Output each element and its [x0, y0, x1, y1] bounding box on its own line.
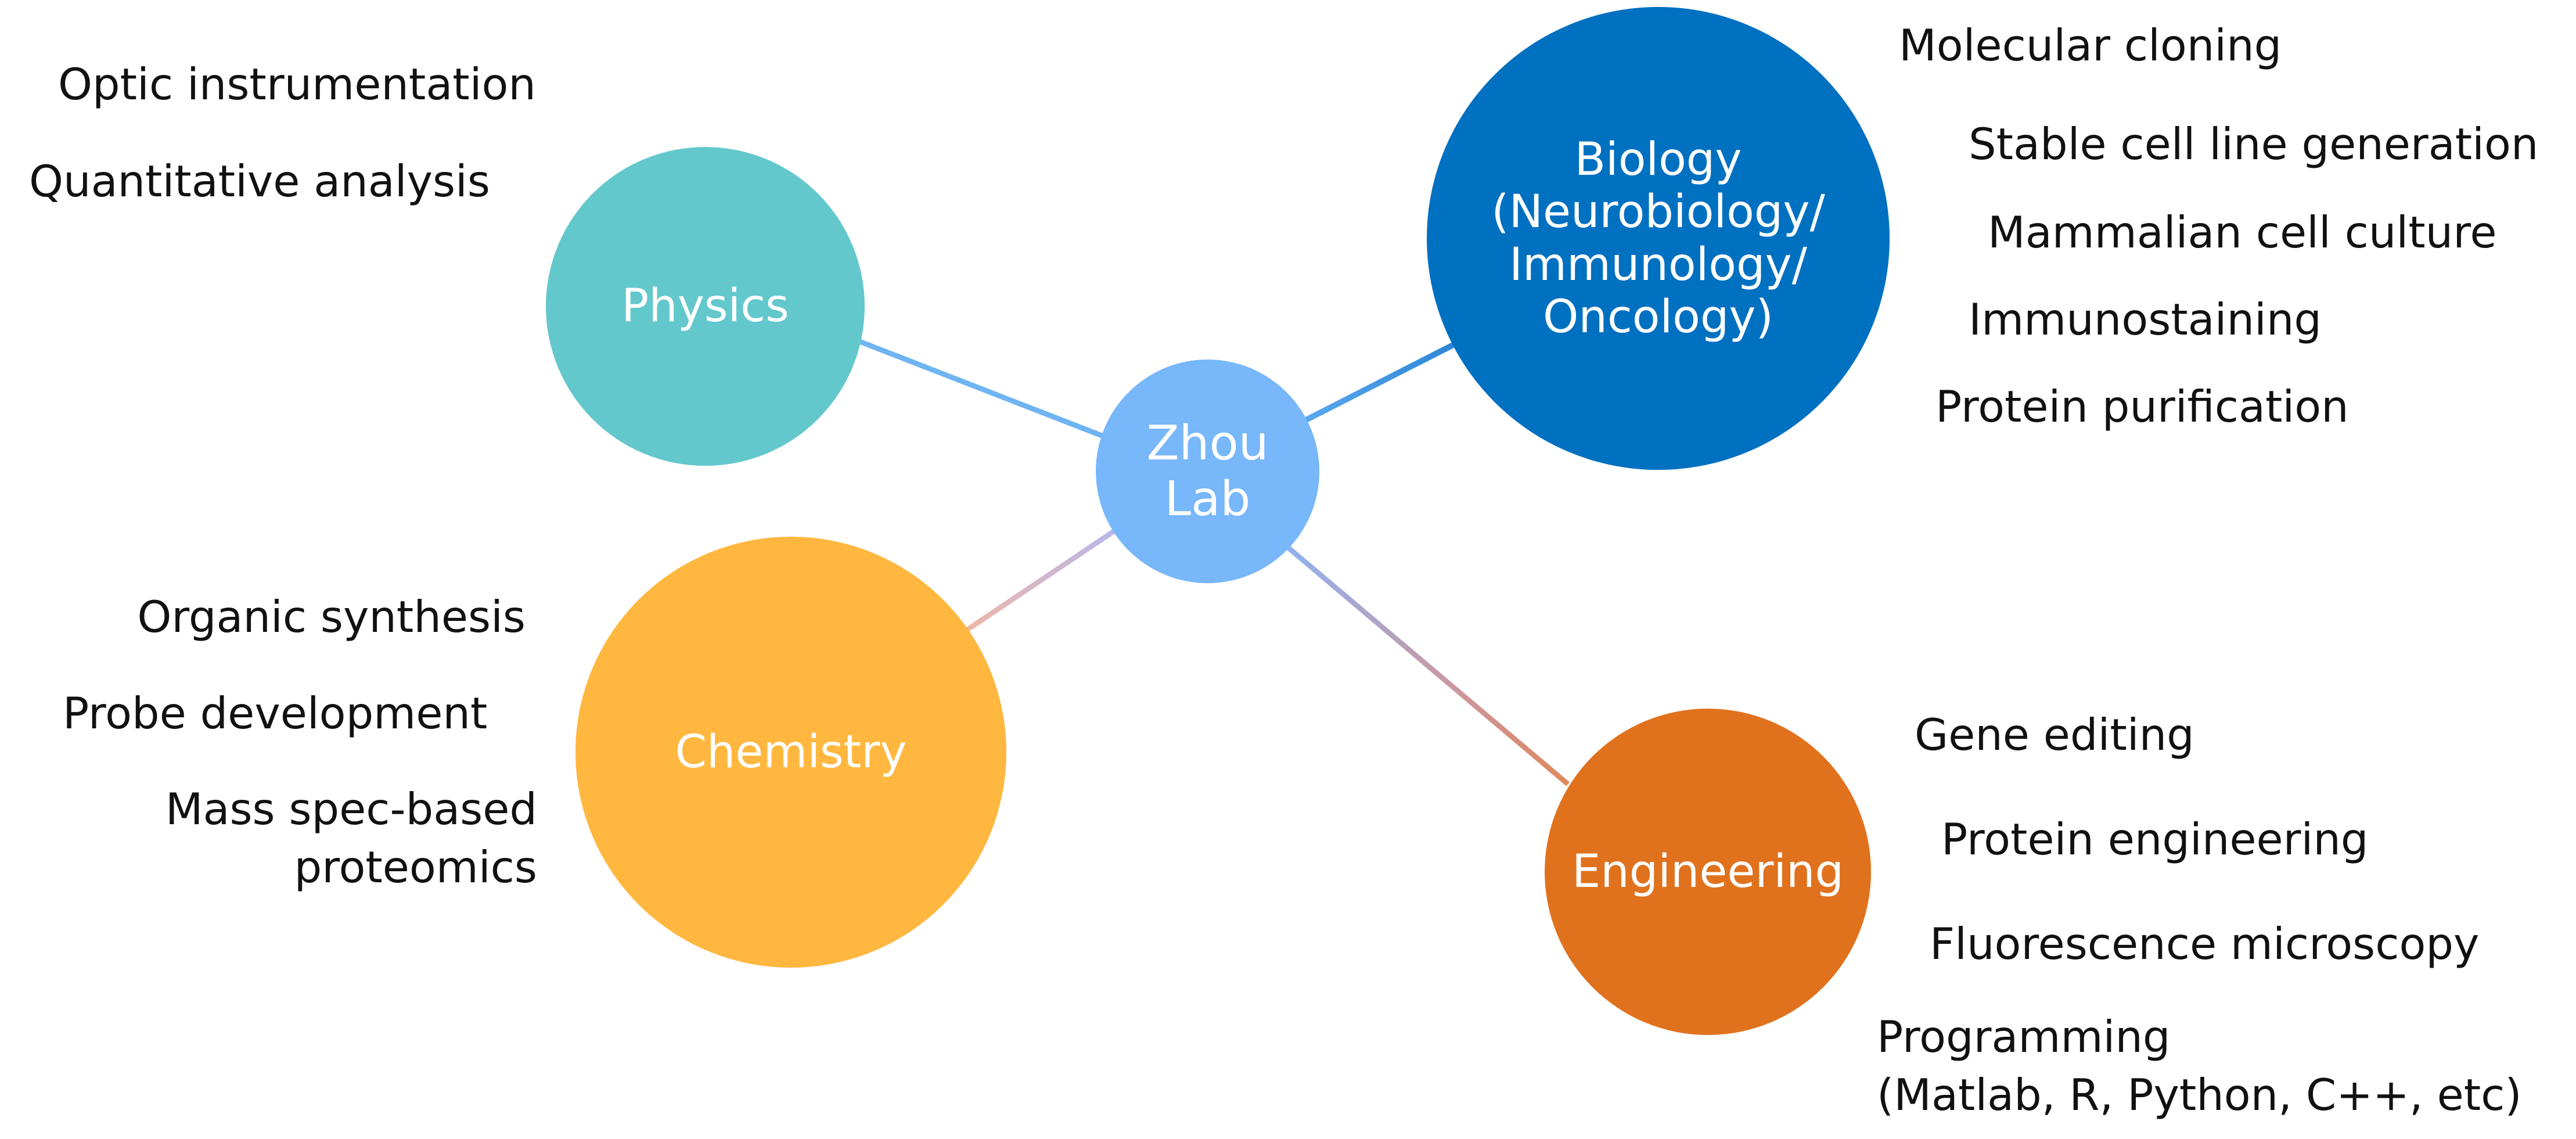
connector-biology: [1302, 340, 1459, 424]
biology-label-line: (Neurobiology/: [1491, 186, 1825, 239]
physics-label: Physics: [621, 280, 789, 333]
chemistry-skill: Organic synthesis: [137, 591, 526, 642]
engineering-node: Engineering: [1545, 709, 1871, 1035]
center-node-zhou-lab: Zhou Lab: [1096, 360, 1319, 583]
chemistry-skill: proteomics: [294, 842, 537, 893]
physics-skill: Quantitative analysis: [29, 156, 490, 207]
chemistry-skill: Probe development: [63, 688, 488, 739]
biology-skill: Mammalian cell culture: [1988, 207, 2497, 258]
center-label-line: Zhou: [1146, 416, 1269, 472]
biology-node: Biology (Neurobiology/ Immunology/ Oncol…: [1427, 7, 1890, 470]
connector-physics: [847, 334, 1107, 440]
biology-label-line: Immunology/: [1509, 238, 1807, 291]
biology-skill: Protein purification: [1935, 381, 2349, 432]
biology-skill: Immunostaining: [1969, 294, 2322, 345]
physics-skill: Optic instrumentation: [58, 59, 536, 110]
engineering-skill: Programming: [1877, 1011, 2171, 1062]
engineering-skill: Protein engineering: [1941, 814, 2369, 865]
engineering-label: Engineering: [1572, 845, 1844, 898]
engineering-skill: (Matlab, R, Python, C++, etc): [1877, 1069, 2522, 1120]
biology-skill: Stable cell line generation: [1969, 118, 2539, 170]
chemistry-label: Chemistry: [675, 725, 907, 778]
chemistry-skill: Mass spec-based: [165, 784, 537, 835]
engineering-skill: Gene editing: [1915, 709, 2194, 760]
biology-skill: Molecular cloning: [1899, 20, 2282, 71]
physics-node: Physics: [546, 147, 865, 466]
chemistry-node: Chemistry: [575, 537, 1006, 968]
connector-engineering: [1285, 544, 1570, 786]
biology-label-line: Biology: [1574, 133, 1742, 186]
engineering-skill: Fluorescence microscopy: [1930, 918, 2480, 969]
center-label-line: Lab: [1164, 471, 1251, 527]
biology-label-line: Oncology): [1543, 290, 1773, 343]
connector-chemistry: [962, 526, 1120, 634]
